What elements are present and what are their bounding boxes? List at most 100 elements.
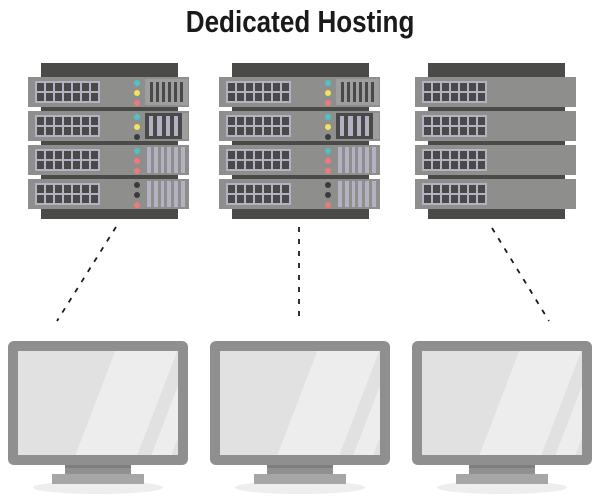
monitor-3 — [412, 341, 592, 496]
vent-cell — [442, 151, 449, 159]
vent-cell — [246, 83, 253, 91]
vent-cell — [273, 83, 280, 91]
vent-cell — [46, 185, 53, 193]
status-leds — [134, 80, 140, 106]
vent-cell — [469, 151, 476, 159]
vent-grid — [422, 183, 487, 205]
vent-cell — [442, 185, 449, 193]
vent-cell — [424, 117, 431, 125]
drive-slot-bar — [162, 82, 165, 102]
vent-cell — [73, 117, 80, 125]
vent-cell — [255, 93, 262, 101]
drive-slot-bar — [365, 82, 368, 102]
vent-cell — [46, 93, 53, 101]
server-unit — [219, 77, 380, 107]
vent-cell — [73, 151, 80, 159]
drive-slot-bar — [173, 116, 178, 136]
monitor-stand-base — [52, 474, 144, 484]
led-dark — [325, 192, 331, 198]
vent-grid — [226, 81, 291, 103]
drive-slot-bar — [365, 181, 370, 207]
led-pink — [134, 202, 140, 208]
vent-cell — [46, 127, 53, 135]
vent-cell — [91, 83, 98, 91]
vent-cell — [37, 83, 44, 91]
drive-slot-bar — [156, 82, 159, 102]
vent-cell — [451, 117, 458, 125]
vent-cell — [433, 93, 440, 101]
vent-cell — [433, 117, 440, 125]
led-teal — [325, 148, 331, 154]
vent-cell — [282, 127, 289, 135]
monitor-frame — [412, 341, 592, 465]
drive-slot-bar — [344, 181, 349, 207]
led-teal — [325, 80, 331, 86]
server-unit — [415, 111, 576, 141]
drive-slot-bar — [353, 82, 356, 102]
drive-slot-bar — [149, 116, 154, 136]
server-unit — [219, 145, 380, 175]
vent-cell — [46, 83, 53, 91]
monitor-frame — [210, 341, 390, 465]
drive-slot-bar — [372, 147, 376, 173]
drive-slot-bar — [181, 181, 185, 207]
vent-cell — [228, 83, 235, 91]
vent-cell — [424, 151, 431, 159]
monitor-shadow — [33, 481, 163, 494]
vent-cell — [433, 195, 440, 203]
monitor-stand-base — [254, 474, 346, 484]
vent-cell — [433, 185, 440, 193]
vent-cell — [469, 185, 476, 193]
vent-cell — [469, 117, 476, 125]
drive-slot-bar — [372, 181, 376, 207]
vent-cell — [460, 93, 467, 101]
vent-grid — [35, 149, 100, 171]
vent-cell — [433, 161, 440, 169]
drive-slot-bar — [364, 116, 369, 136]
server-unit — [28, 145, 189, 175]
rack-2 — [219, 63, 380, 219]
drive-slot-bar — [359, 82, 362, 102]
drive-slot-bar — [167, 181, 172, 207]
vent-cell — [91, 195, 98, 203]
led-pink — [325, 100, 331, 106]
vent-cell — [460, 195, 467, 203]
vent-cell — [228, 117, 235, 125]
vent-cell — [91, 117, 98, 125]
vent-cell — [246, 93, 253, 101]
vent-cell — [228, 195, 235, 203]
monitor-screen — [422, 351, 582, 455]
vent-cell — [460, 185, 467, 193]
vent-cell — [282, 117, 289, 125]
vent-cell — [433, 151, 440, 159]
vent-cell — [424, 93, 431, 101]
vent-cell — [64, 151, 71, 159]
vent-cell — [246, 161, 253, 169]
server-unit — [415, 179, 576, 209]
vent-cell — [246, 127, 253, 135]
vent-cell — [91, 93, 98, 101]
vent-cell — [264, 127, 271, 135]
vent-cell — [442, 83, 449, 91]
led-dark — [134, 134, 140, 140]
led-pink — [325, 168, 331, 174]
drive-slot-bar — [181, 147, 185, 173]
vent-cell — [64, 83, 71, 91]
drive-slot-bar — [351, 181, 356, 207]
monitor-shadow — [235, 481, 365, 494]
server-unit — [219, 179, 380, 209]
server-unit — [219, 111, 380, 141]
led-yellow — [325, 124, 331, 130]
vent-cell — [478, 127, 485, 135]
monitor-frame — [8, 341, 188, 465]
vent-cell — [282, 161, 289, 169]
monitor-shadow — [437, 481, 567, 494]
drive-slot-bar — [150, 82, 153, 102]
drive-slots — [145, 79, 188, 105]
vent-grid — [35, 183, 100, 205]
vent-cell — [478, 83, 485, 91]
vent-cell — [264, 151, 271, 159]
vent-cell — [91, 127, 98, 135]
drive-slot-bar — [168, 82, 171, 102]
